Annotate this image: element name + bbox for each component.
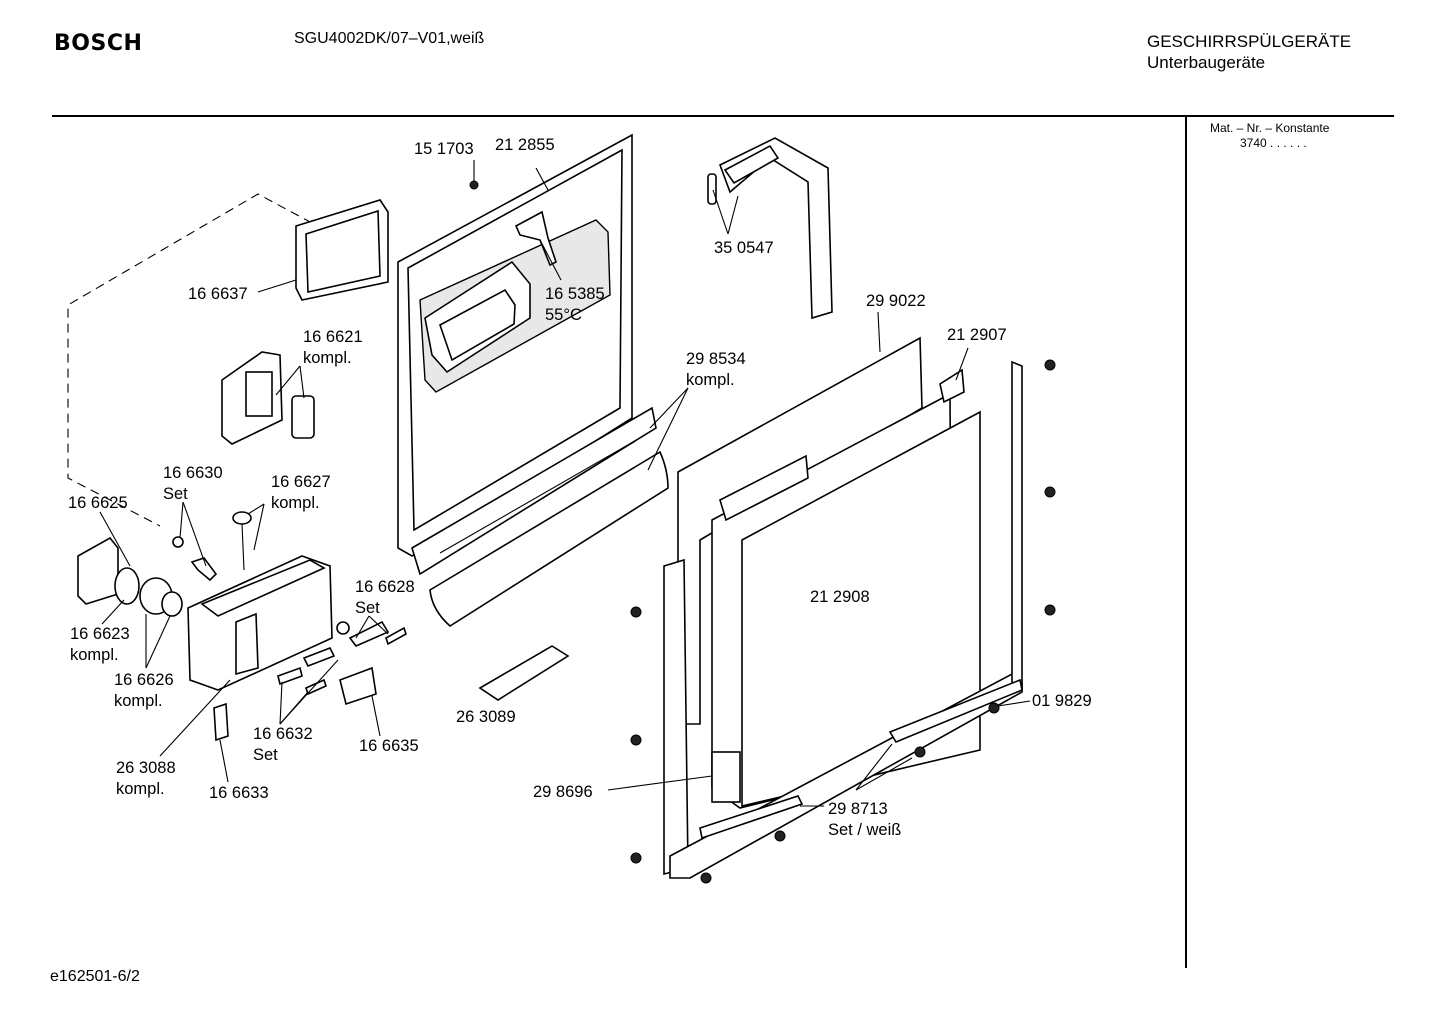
part-label-166628[interactable]: 16 6628 Set [355,578,415,617]
part-label-166637[interactable]: 16 6637 [188,285,248,303]
part-label-019829[interactable]: 01 9829 [1032,692,1092,710]
part-label-166623[interactable]: 16 6623 kompl. [70,625,130,664]
part-label-350547[interactable]: 35 0547 [714,239,774,257]
part-label-166632[interactable]: 16 6632 Set [253,725,313,764]
diagram-id: e162501-6/2 [50,968,140,985]
brand-logo: BOSCH [54,31,143,56]
part-label-299022[interactable]: 29 9022 [866,292,926,310]
part-label-166627[interactable]: 16 6627 kompl. [271,473,331,512]
part-label-166633[interactable]: 16 6633 [209,784,269,802]
part-label-212907[interactable]: 21 2907 [947,326,1007,344]
part-label-212908[interactable]: 21 2908 [810,588,870,606]
assembly-guide-line [67,193,313,527]
door-screws-drawing [630,359,1056,884]
category-title: GESCHIRRSPÜLGERÄTE [1147,32,1352,51]
part-label-165385[interactable]: 16 5385 55°C [545,285,605,324]
screw-151703-drawing [469,180,479,190]
outer-door-panel-drawing [663,336,1023,879]
part-label-166621[interactable]: 16 6621 kompl. [303,328,363,367]
deflector-panel-drawing [429,450,669,627]
matnr-label: Mat. – Nr. – Konstante [1210,121,1330,135]
seal-frame-drawing [295,199,389,301]
part-label-212855[interactable]: 21 2855 [495,136,555,154]
part-label-166630[interactable]: 16 6630 Set [163,464,223,503]
part-label-263089[interactable]: 26 3089 [456,708,516,726]
part-label-166635[interactable]: 16 6635 [359,737,419,755]
part-label-166625[interactable]: 16 6625 [68,494,128,512]
part-label-298534[interactable]: 29 8534 kompl. [686,350,746,389]
part-label-298713[interactable]: 29 8713 Set / weiß [828,800,902,839]
side-panel-divider [1185,115,1187,968]
part-label-151703[interactable]: 15 1703 [414,140,474,158]
exploded-parts-diagram [67,133,1056,884]
part-label-298696[interactable]: 29 8696 [533,783,593,801]
part-label-263088[interactable]: 26 3088 kompl. [116,759,176,798]
model-number: SGU4002DK/07–V01,weiß [294,30,485,47]
door-bracket-drawing [707,137,833,320]
inner-door-panel-drawing [397,133,657,576]
matnr-value: 3740 . . . . . . [1240,136,1307,150]
control-module-drawing [187,555,333,691]
leader-lines [99,160,1031,807]
category-subtitle: Unterbaugeräte [1147,53,1266,72]
small-parts-drawing [77,511,570,742]
part-label-166626[interactable]: 16 6626 kompl. [114,671,174,710]
filter-housing-drawing [221,351,315,445]
header-divider [52,115,1394,117]
